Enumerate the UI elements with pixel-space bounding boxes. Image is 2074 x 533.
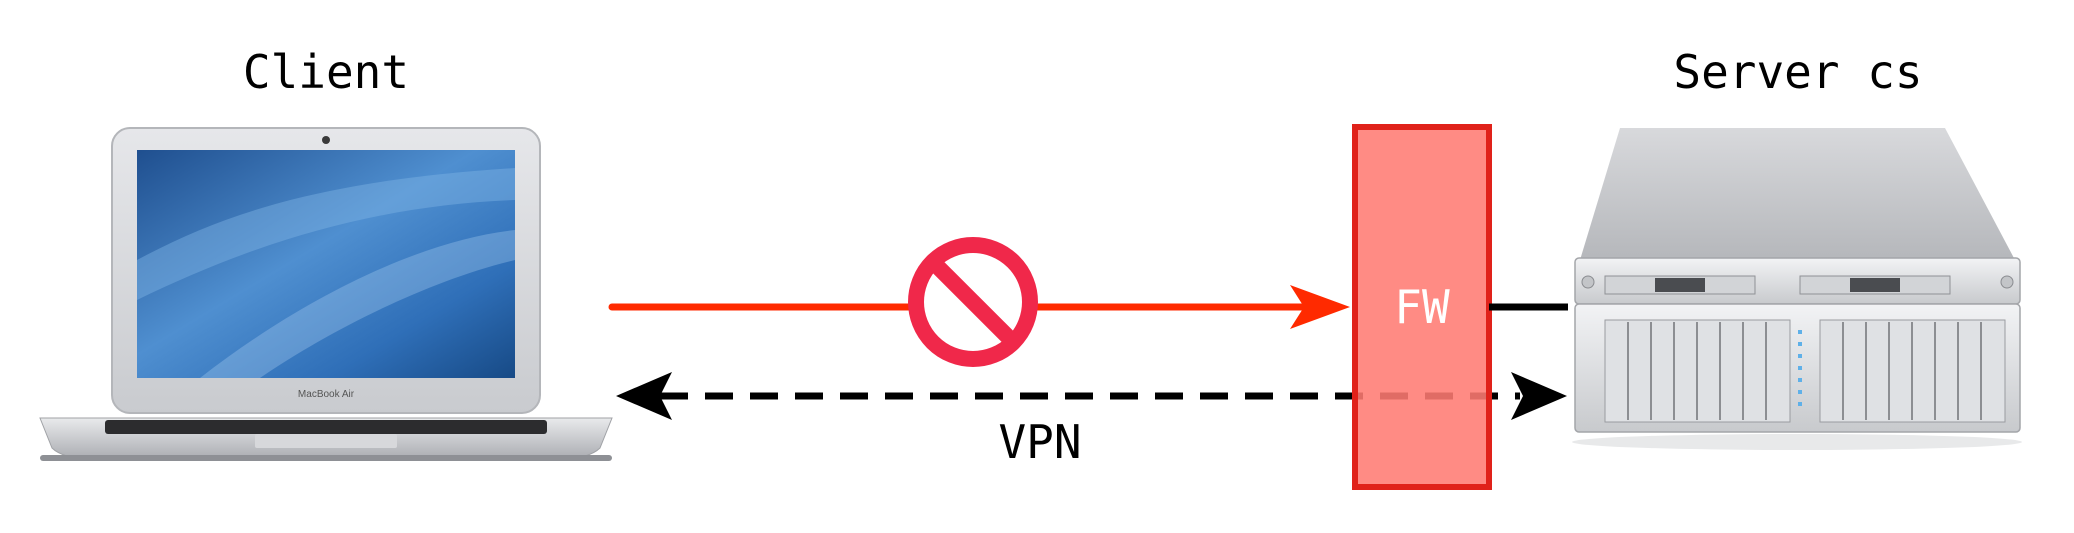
- client-label: Client: [243, 45, 409, 99]
- laptop-icon: MacBook Air: [39, 127, 613, 461]
- laptop-brand: MacBook Air: [298, 389, 355, 400]
- firewall-label: FW: [1394, 280, 1450, 334]
- vpn-label: VPN: [998, 415, 1081, 469]
- vpn-tunnel-arrow: [616, 372, 1567, 420]
- rack-server-icon: [1572, 128, 2022, 450]
- prohibited-icon: [908, 237, 1038, 367]
- server-label: Server cs: [1673, 45, 1922, 99]
